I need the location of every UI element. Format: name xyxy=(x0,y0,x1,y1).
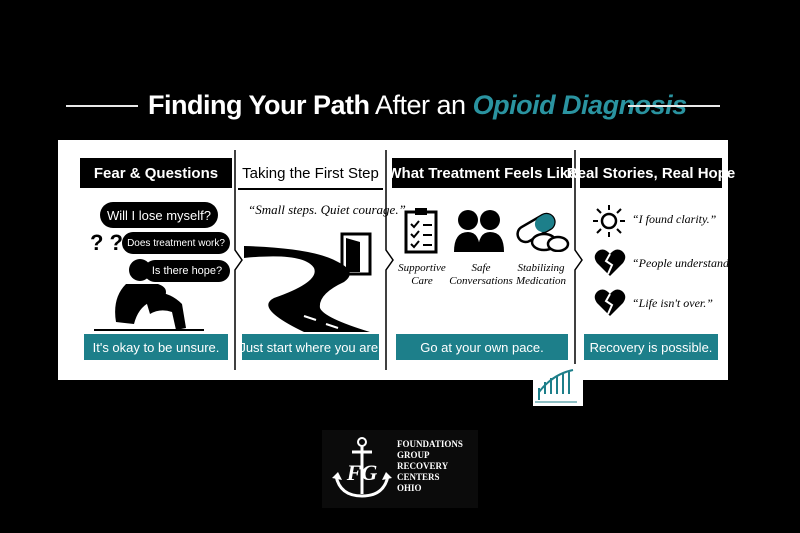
column-footer: Go at your own pace. xyxy=(396,334,568,360)
stamp-logo-icon xyxy=(533,364,583,406)
quote-text: “Small steps. Quiet courage.” xyxy=(248,202,406,217)
logo-line: FOUNDATIONS xyxy=(397,439,463,449)
logo-line: RECOVERY xyxy=(397,461,449,471)
company-logo: FG FOUNDATIONS GROUP RECOVERY CENTERS OH… xyxy=(322,430,478,508)
clipboard-checklist-icon xyxy=(404,208,438,254)
broken-heart-icon xyxy=(594,249,626,276)
title-part-plain: After an xyxy=(369,90,473,120)
column-fear-questions: Fear & Questions Will I lose myself? Doe… xyxy=(80,140,232,380)
story-quote: “Life isn't over.” xyxy=(632,296,713,310)
story-quote: “People understand xyxy=(632,256,729,270)
column-header: What Treatment Feels Like xyxy=(387,158,577,188)
column-real-stories: Real Stories, Real Hope “I found clarity… xyxy=(567,140,735,380)
logo-line: OHIO xyxy=(397,483,422,493)
column-header: Real Stories, Real Hope xyxy=(567,158,735,188)
logo-wordmark: FOUNDATIONS GROUP RECOVERY CENTERS OHIO xyxy=(397,439,463,494)
chevron-right-icon xyxy=(574,150,583,370)
question-bubble: Will I lose myself? xyxy=(100,202,218,228)
title-row: Finding Your Path After an Opioid Diagno… xyxy=(0,86,800,126)
logo-line: GROUP xyxy=(397,450,430,460)
sitting-person-icon xyxy=(94,259,204,331)
chevron-right-icon xyxy=(234,150,243,370)
winding-road-icon xyxy=(244,232,372,332)
column-treatment: What Treatment Feels Like Supportive Car… xyxy=(387,140,577,380)
logo-monogram: FG xyxy=(346,460,378,485)
broken-heart-icon xyxy=(594,289,626,316)
pills-icon xyxy=(516,212,570,252)
sun-icon xyxy=(593,205,625,237)
treatment-label: Supportive Care xyxy=(398,262,446,287)
title-rule-left xyxy=(66,105,138,107)
column-header: Taking the First Step xyxy=(238,158,383,190)
chevron-right-icon xyxy=(385,150,394,370)
column-footer: Just start where you are. xyxy=(239,334,382,360)
two-people-talking-icon xyxy=(454,210,504,252)
question-bubble: Is there hope? xyxy=(144,260,230,282)
column-first-step: Taking the First Step “Small steps. Quie… xyxy=(238,140,406,380)
anchor-icon: FG xyxy=(332,437,392,498)
infographic-panel: Fear & Questions Will I lose myself? Doe… xyxy=(58,140,735,380)
page-title: Finding Your Path After an Opioid Diagno… xyxy=(148,90,687,121)
column-header: Fear & Questions xyxy=(80,158,232,188)
column-footer: Recovery is possible. xyxy=(584,334,718,360)
title-part-bold: Finding Your Path xyxy=(148,90,370,120)
treatment-label: Safe Conversations xyxy=(449,262,513,287)
treatment-label: Stabilizing Medication xyxy=(515,262,567,287)
column-footer: It's okay to be unsure. xyxy=(84,334,228,360)
title-rule-right xyxy=(628,105,720,107)
logo-line: CENTERS xyxy=(397,472,440,482)
question-bubble: Does treatment work? xyxy=(122,232,230,254)
story-quote: “I found clarity.” xyxy=(632,212,717,226)
question-marks: ? ? xyxy=(90,230,123,255)
